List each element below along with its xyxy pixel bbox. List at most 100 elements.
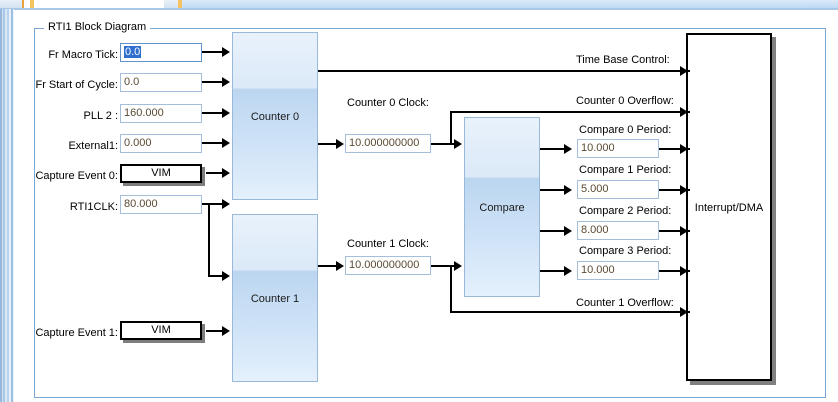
arrow-compare-1-period-in-icon: [564, 185, 572, 195]
input-rti1clk[interactable]: 80.000: [120, 195, 202, 214]
wire-counter0-out: [318, 143, 342, 145]
block-compare[interactable]: Compare: [464, 117, 540, 297]
input-fr-macro-tick-value: 0.0: [124, 46, 142, 58]
arrow-counter0-clock-in-icon: [336, 139, 344, 149]
window-edge-6: [9, 9, 11, 402]
label-fr-start-of-cycle: Fr Start of Cycle:: [35, 79, 118, 91]
label-compare-2-period: Compare 2 Period:: [579, 205, 672, 217]
label-counter-0-clock: Counter 0 Clock:: [347, 97, 429, 109]
label-counter-1-overflow: Counter 1 Overflow:: [576, 297, 674, 309]
window-edge-5: [7, 9, 9, 402]
arrow-counter0-in-1-icon: [222, 47, 230, 57]
label-fr-macro-tick: Fr Macro Tick:: [48, 49, 118, 61]
group-box-rti1-block-diagram: [34, 28, 826, 398]
label-external1: External1:: [68, 140, 118, 152]
arrow-counter0-in-5-icon: [222, 168, 230, 178]
arrow-counter1-in-2-icon: [222, 326, 230, 336]
wire-counter1-clock-out: [431, 265, 458, 267]
wire-pll-2: [202, 112, 224, 114]
arrow-interrupt-in-5-icon: [680, 226, 688, 236]
input-compare-2-period[interactable]: 8.000: [577, 221, 659, 240]
arrow-interrupt-in-3-icon: [680, 144, 688, 154]
tab-next-marker-icon: [178, 0, 182, 8]
wire-counter0-overflow-riser: [450, 111, 452, 145]
wire-time-base-control: [318, 70, 690, 72]
wire-counter1-overflow-dropper: [450, 265, 452, 313]
wire-compare-out-0: [540, 148, 568, 150]
input-compare-1-period[interactable]: 5.000: [577, 180, 659, 199]
label-capture-event-1: Capture Event 1:: [35, 327, 118, 339]
tab-active-left-edge-icon: [22, 0, 24, 9]
window-edge-1: [0, 9, 2, 402]
arrow-counter0-in-3-icon: [222, 108, 230, 118]
arrow-counter0-in-4-icon: [222, 138, 230, 148]
block-counter-1[interactable]: Counter 1: [232, 214, 318, 382]
label-compare-3-period: Compare 3 Period:: [579, 245, 672, 257]
tab-active-marker-icon: [30, 0, 34, 8]
input-counter-1-clock[interactable]: 10.000000000: [345, 256, 431, 275]
input-pll-2[interactable]: 160.000: [120, 104, 202, 123]
block-interrupt-dma-label: Interrupt/DMA: [694, 202, 764, 214]
wire-compare-out-1: [540, 189, 568, 191]
label-pll-2: PLL 2 :: [83, 110, 118, 122]
block-counter-1-label: Counter 1: [250, 293, 300, 305]
button-capture-event-1-vim[interactable]: VIM: [120, 321, 202, 340]
arrow-counter0-in-6-icon: [222, 199, 230, 209]
arrow-counter1-in-1-icon: [222, 271, 230, 281]
wire-counter0-clock-out: [431, 143, 458, 145]
wire-compare-3-to-interrupt: [659, 270, 690, 272]
wire-rti1clk-to-counter1: [208, 275, 224, 277]
label-capture-event-0: Capture Event 0:: [35, 170, 118, 182]
arrow-interrupt-in-6-icon: [680, 266, 688, 276]
input-compare-0-period[interactable]: 10.000: [577, 139, 659, 158]
arrow-compare-in-1-icon: [454, 139, 462, 149]
window-edge-8: [13, 9, 14, 402]
arrow-time-base-control-icon: [680, 66, 688, 76]
label-compare-1-period: Compare 1 Period:: [579, 164, 672, 176]
wire-compare-0-to-interrupt: [659, 148, 690, 150]
input-fr-start-of-cycle[interactable]: 0.0: [120, 73, 202, 92]
input-counter-0-clock[interactable]: 10.000000000: [345, 134, 431, 153]
group-box-title: RTI1 Block Diagram: [44, 21, 151, 34]
wire-fr-start-of-cycle: [202, 81, 224, 83]
block-counter-0[interactable]: Counter 0: [232, 32, 318, 200]
label-counter-0-overflow: Counter 0 Overflow:: [576, 95, 674, 107]
tab-active[interactable]: [24, 0, 164, 9]
wire-external1: [202, 142, 224, 144]
tab-strip-underline: [0, 8, 838, 10]
block-compare-label: Compare: [479, 202, 525, 214]
arrow-compare-3-period-in-icon: [564, 266, 572, 276]
wire-counter1-out: [318, 265, 342, 267]
input-fr-macro-tick[interactable]: 0.0: [120, 43, 202, 62]
wire-compare-out-2: [540, 230, 568, 232]
window-edge-2: [2, 9, 3, 402]
input-external1[interactable]: 0.000: [120, 134, 202, 153]
arrow-counter0-in-2-icon: [222, 77, 230, 87]
label-time-base-control: Time Base Control:: [576, 54, 670, 66]
label-counter-1-clock: Counter 1 Clock:: [347, 238, 429, 250]
window-edge-7: [11, 9, 13, 402]
wire-rti1clk-drop: [208, 203, 210, 277]
wire-capture-event-1: [206, 330, 224, 332]
wire-rti1clk-top: [202, 203, 224, 205]
tab-strip-right-cap: [802, 0, 838, 9]
wire-counter1-overflow: [450, 311, 690, 313]
tab-inactive-right[interactable]: [182, 0, 802, 9]
arrow-compare-2-period-in-icon: [564, 226, 572, 236]
button-capture-event-0-vim[interactable]: VIM: [120, 164, 202, 183]
block-counter-0-label: Counter 0: [250, 111, 300, 123]
wire-compare-2-to-interrupt: [659, 230, 690, 232]
wire-compare-1-to-interrupt: [659, 189, 690, 191]
wire-counter0-overflow: [450, 111, 690, 113]
wire-capture-event-0: [206, 172, 224, 174]
wire-fr-macro-tick: [202, 51, 224, 53]
input-compare-3-period[interactable]: 10.000: [577, 261, 659, 280]
window-edge-4: [5, 9, 7, 402]
window-edge-3: [3, 9, 5, 402]
arrow-counter1-clock-in-icon: [336, 261, 344, 271]
client-area: RTI1 Block Diagram Fr Macro Tick: Fr Sta…: [14, 10, 838, 402]
block-interrupt-dma[interactable]: Interrupt/DMA: [686, 33, 772, 381]
arrow-compare-0-period-in-icon: [564, 144, 572, 154]
arrow-interrupt-in-4-icon: [680, 185, 688, 195]
